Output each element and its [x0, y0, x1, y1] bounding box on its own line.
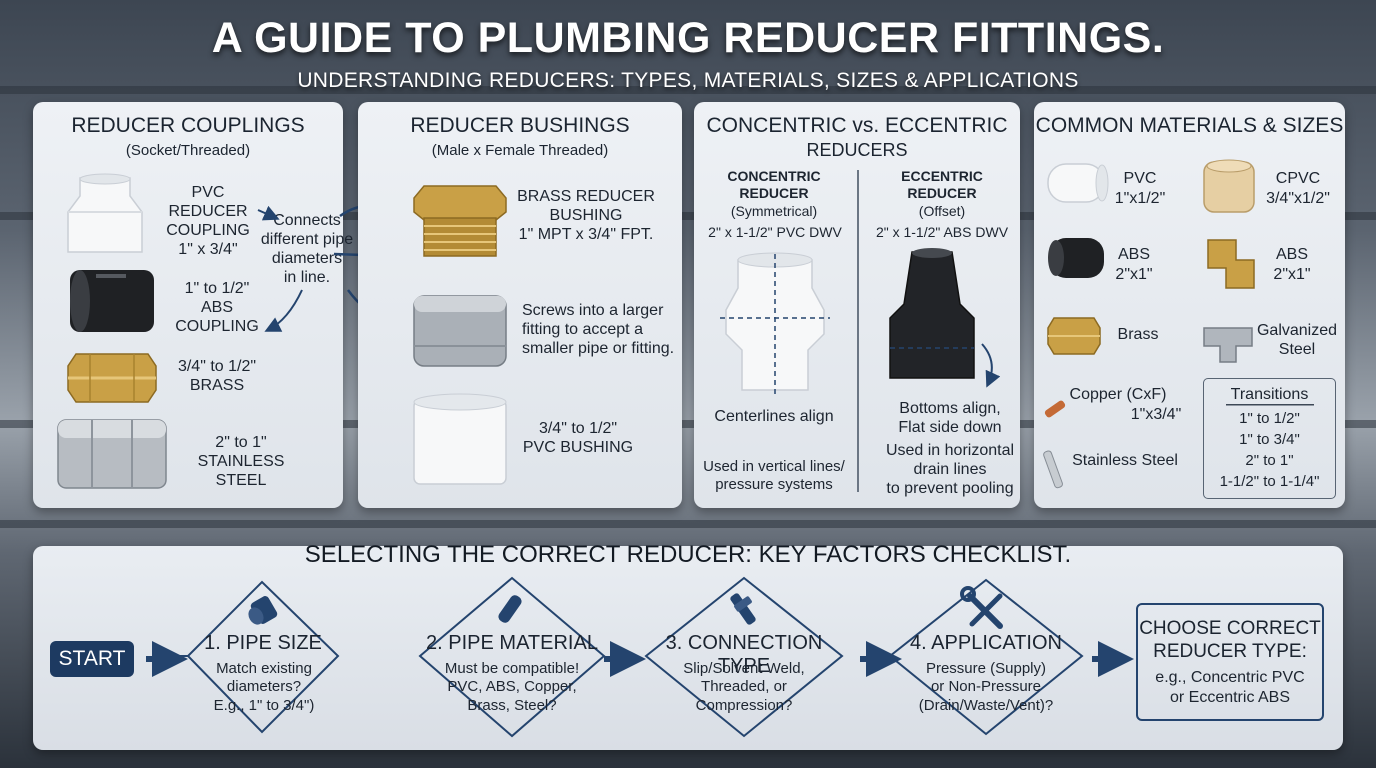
step-diamond — [888, 578, 1084, 736]
eccentric-reducer-icon — [889, 248, 1001, 388]
bushing-brass-label: BRASS REDUCER BUSHING 1" MPT x 3/4" FPT. — [517, 188, 655, 243]
concentric-name: CONCENTRIC REDUCER — [727, 168, 821, 201]
material-cpvc-name: CPVC — [1275, 170, 1321, 187]
couplings-header: REDUCER COUPLINGS (Socket/Threaded) — [33, 114, 343, 159]
bushings-subtitle: (Male x Female Threaded) — [431, 142, 609, 159]
wrench-screwdriver-icon — [960, 586, 1003, 629]
bushings-title: REDUCER BUSHINGS — [410, 114, 630, 137]
material-pvc-name: PVC — [1123, 170, 1157, 187]
reducers-divider — [857, 170, 859, 492]
brass-bushing-icon — [413, 185, 507, 257]
connects-note: Connects different pipe diameters in lin… — [260, 212, 354, 286]
transition-item: 2" to 1" — [1245, 452, 1294, 469]
coupling-brass-label: 3/4" to 1/2" BRASS — [177, 358, 257, 394]
brass-fitting-icon — [1047, 317, 1101, 355]
concentric-type: (Symmetrical) — [730, 203, 818, 219]
material-abs2-size: 2"x1" — [1273, 266, 1311, 283]
final-title: CHOOSE CORRECT REDUCER TYPE: — [1139, 618, 1321, 663]
eccentric-spec: 2" x 1-1/2" ABS DWV — [875, 224, 1009, 240]
eccentric-type: (Offset) — [918, 203, 966, 219]
abs-coupling-icon — [70, 270, 154, 332]
start-badge: START — [50, 641, 134, 677]
abs-fitting-icon — [1048, 238, 1104, 278]
pvc-bushing-icon — [413, 393, 507, 485]
pipe-segment-icon — [498, 595, 522, 623]
pvc-fitting-icon — [1047, 163, 1109, 203]
material-copper-size: 1"x3/4" — [1130, 406, 1182, 423]
bushing-screw-note: Screws into a larger fitting to accept a… — [522, 302, 675, 357]
reducers-subtitle: REDUCERS — [806, 140, 908, 160]
stainless-pipe-icon — [1043, 450, 1063, 489]
coupling-abs-label: 1" to 1/2" ABS COUPLING — [175, 280, 259, 335]
material-pvc-size: 1"x1/2" — [1114, 190, 1166, 207]
transition-item: 1-1/2" to 1-1/4" — [1219, 473, 1320, 490]
step-2-text: Must be compatible! PVC, ABS, Copper, Br… — [444, 660, 580, 714]
transition-item: 1" to 3/4" — [1239, 431, 1300, 448]
transitions-title: Transitions — [1230, 386, 1309, 403]
connector-icon — [730, 593, 756, 625]
material-cpvc-size: 3/4"x1/2" — [1266, 190, 1330, 207]
final-box — [1136, 603, 1324, 721]
concentric-note: Centerlines align — [714, 408, 834, 425]
material-brass-name: Brass — [1117, 326, 1159, 343]
material-abs-size: 2"x1" — [1115, 266, 1153, 283]
pipe-icon — [248, 596, 278, 625]
concentric-use: Used in vertical lines/ pressure systems — [703, 458, 845, 493]
bushings-panel — [358, 102, 682, 508]
materials-title: COMMON MATERIALS & SIZES — [1035, 114, 1344, 137]
material-galvanized-name: Galvanized Steel — [1256, 322, 1338, 358]
step-3-title: 3. CONNECTION TYPE — [665, 632, 823, 677]
transitions-underline — [1226, 404, 1314, 406]
step-diamond — [644, 576, 844, 738]
reducers-header: CONCENTRIC vs. ECCENTRIC REDUCERS — [694, 114, 1020, 161]
material-abs2-name: ABS — [1275, 246, 1308, 263]
transition-item: 1" to 1/2" — [1239, 410, 1300, 427]
copper-fitting-icon — [1044, 400, 1066, 418]
step-4-text: Pressure (Supply) or Non-Pressure (Drain… — [918, 660, 1054, 714]
cpvc-fitting-icon — [1203, 159, 1255, 213]
materials-header: COMMON MATERIALS & SIZES — [1034, 114, 1345, 138]
step-1-text: Match existing diameters? E.g., 1" to 3/… — [213, 660, 315, 714]
step-1-title: 1. PIPE SIZE — [204, 632, 322, 654]
brass-elbow-icon — [1207, 239, 1255, 289]
reducers-title: CONCENTRIC vs. ECCENTRIC — [706, 114, 1008, 137]
step-4-title: 4. APPLICATION — [910, 632, 1062, 654]
step-diamond — [186, 580, 340, 734]
page-title: A GUIDE TO PLUMBING REDUCER FITTINGS. — [211, 14, 1165, 62]
couplings-title: REDUCER COUPLINGS — [71, 114, 305, 137]
bushing-pvc-label: 3/4" to 1/2" PVC BUSHING — [522, 420, 634, 456]
couplings-subtitle: (Socket/Threaded) — [125, 142, 251, 159]
coupling-stainless-label: 2" to 1" STAINLESS STEEL — [197, 434, 285, 489]
bushings-header: REDUCER BUSHINGS (Male x Female Threaded… — [358, 114, 682, 159]
checklist-title: SELECTING THE CORRECT REDUCER: KEY FACTO… — [304, 541, 1072, 568]
shelf-line — [0, 520, 1376, 528]
step-diamond — [418, 576, 606, 738]
concentric-reducer-icon — [720, 252, 830, 394]
coupling-pvc-label: PVC REDUCER COUPLING 1" x 3/4" — [166, 184, 250, 258]
galvanized-bushing-icon — [413, 295, 507, 367]
shelf-line — [0, 212, 1376, 220]
brass-coupling-icon — [67, 353, 157, 403]
final-text: e.g., Concentric PVC or Eccentric ABS — [1155, 669, 1305, 706]
material-copper-name: Copper (CxF) — [1069, 386, 1167, 403]
eccentric-use: Used in horizontal drain lines to preven… — [885, 442, 1015, 497]
transitions-box — [1203, 378, 1336, 499]
page-subtitle: UNDERSTANDING REDUCERS: TYPES, MATERIALS… — [297, 69, 1079, 92]
eccentric-name: ECCENTRIC REDUCER — [901, 168, 983, 201]
shelf-line — [0, 86, 1376, 94]
step-2-title: 2. PIPE MATERIAL — [426, 632, 598, 654]
stainless-coupling-icon — [57, 419, 167, 489]
material-stainless-name: Stainless Steel — [1072, 452, 1178, 469]
concentric-spec: 2" x 1-1/2" PVC DWV — [708, 224, 842, 240]
header: A GUIDE TO PLUMBING REDUCER FITTINGS. UN… — [0, 14, 1376, 93]
step-3-text: Slip/Solvent Weld, Threaded, or Compress… — [683, 660, 805, 714]
galvanized-tee-icon — [1203, 327, 1253, 363]
material-abs-name: ABS — [1117, 246, 1150, 263]
shelf-line — [0, 420, 1376, 428]
eccentric-note: Bottoms align, Flat side down — [898, 400, 1002, 436]
pvc-coupling-icon — [67, 173, 143, 253]
